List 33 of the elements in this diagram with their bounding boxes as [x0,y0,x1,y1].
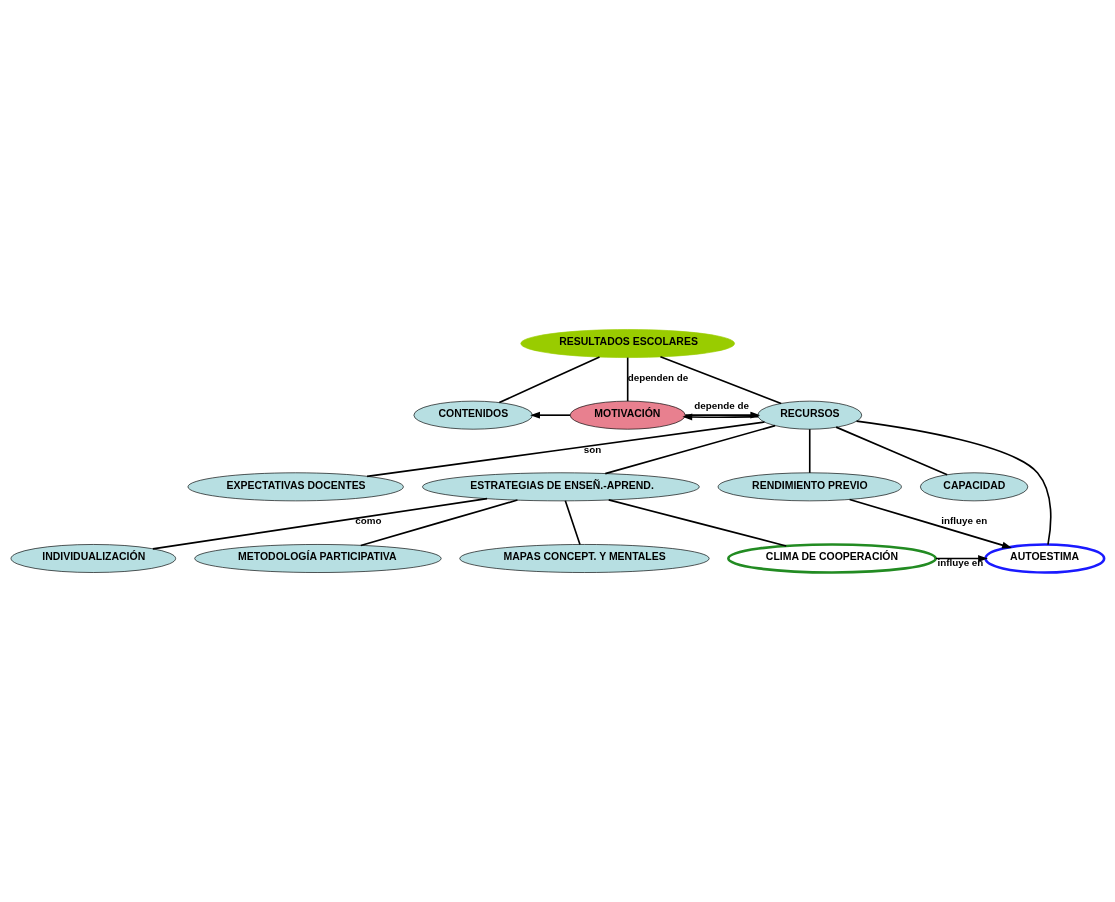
node-ellipse: MOTIVACIÓN [569,400,686,430]
connector [564,499,581,546]
edge-label: son [583,443,602,455]
connector [607,499,788,547]
node-ellipse: MAPAS CONCEPT. Y MENTALES [459,544,710,573]
node-ellipse: INDIVIDUALIZACIÓN [10,544,176,573]
node-ellipse: CAPACIDAD [920,472,1029,502]
edge-label: dependen de [627,371,689,383]
node-ellipse: RENDIMIENTO PREVIO [717,472,902,502]
edge-label: depende de [694,400,749,412]
node-ellipse: CONTENIDOS [413,400,533,430]
connector [366,421,766,478]
node-ellipse: RESULTADOS ESCOLARES [520,329,735,358]
connector [360,499,519,547]
node-ellipse: RECURSOS [757,400,863,430]
edge-label: influye en [937,556,984,568]
edge-label: como [355,515,382,527]
node-ellipse: ESTRATEGIAS DE ENSEÑ.-APREND. [422,472,700,502]
node-ellipse: CLIMA DE COOPERACIÓN [727,543,937,574]
connector [808,428,811,474]
connector [498,356,601,404]
connector [604,424,776,475]
connector [626,356,629,402]
node-ellipse: EXPECTATIVAS DOCENTES [187,472,404,502]
connector [659,356,782,405]
connector [152,497,488,550]
edge-label: influye en [941,515,988,527]
connector [835,426,949,476]
node-ellipse: METODOLOGÍA PARTICIPATIVA [194,544,442,573]
arrow [530,411,571,419]
connector [855,420,1052,546]
arrow [935,555,988,562]
arrow [848,498,1012,549]
